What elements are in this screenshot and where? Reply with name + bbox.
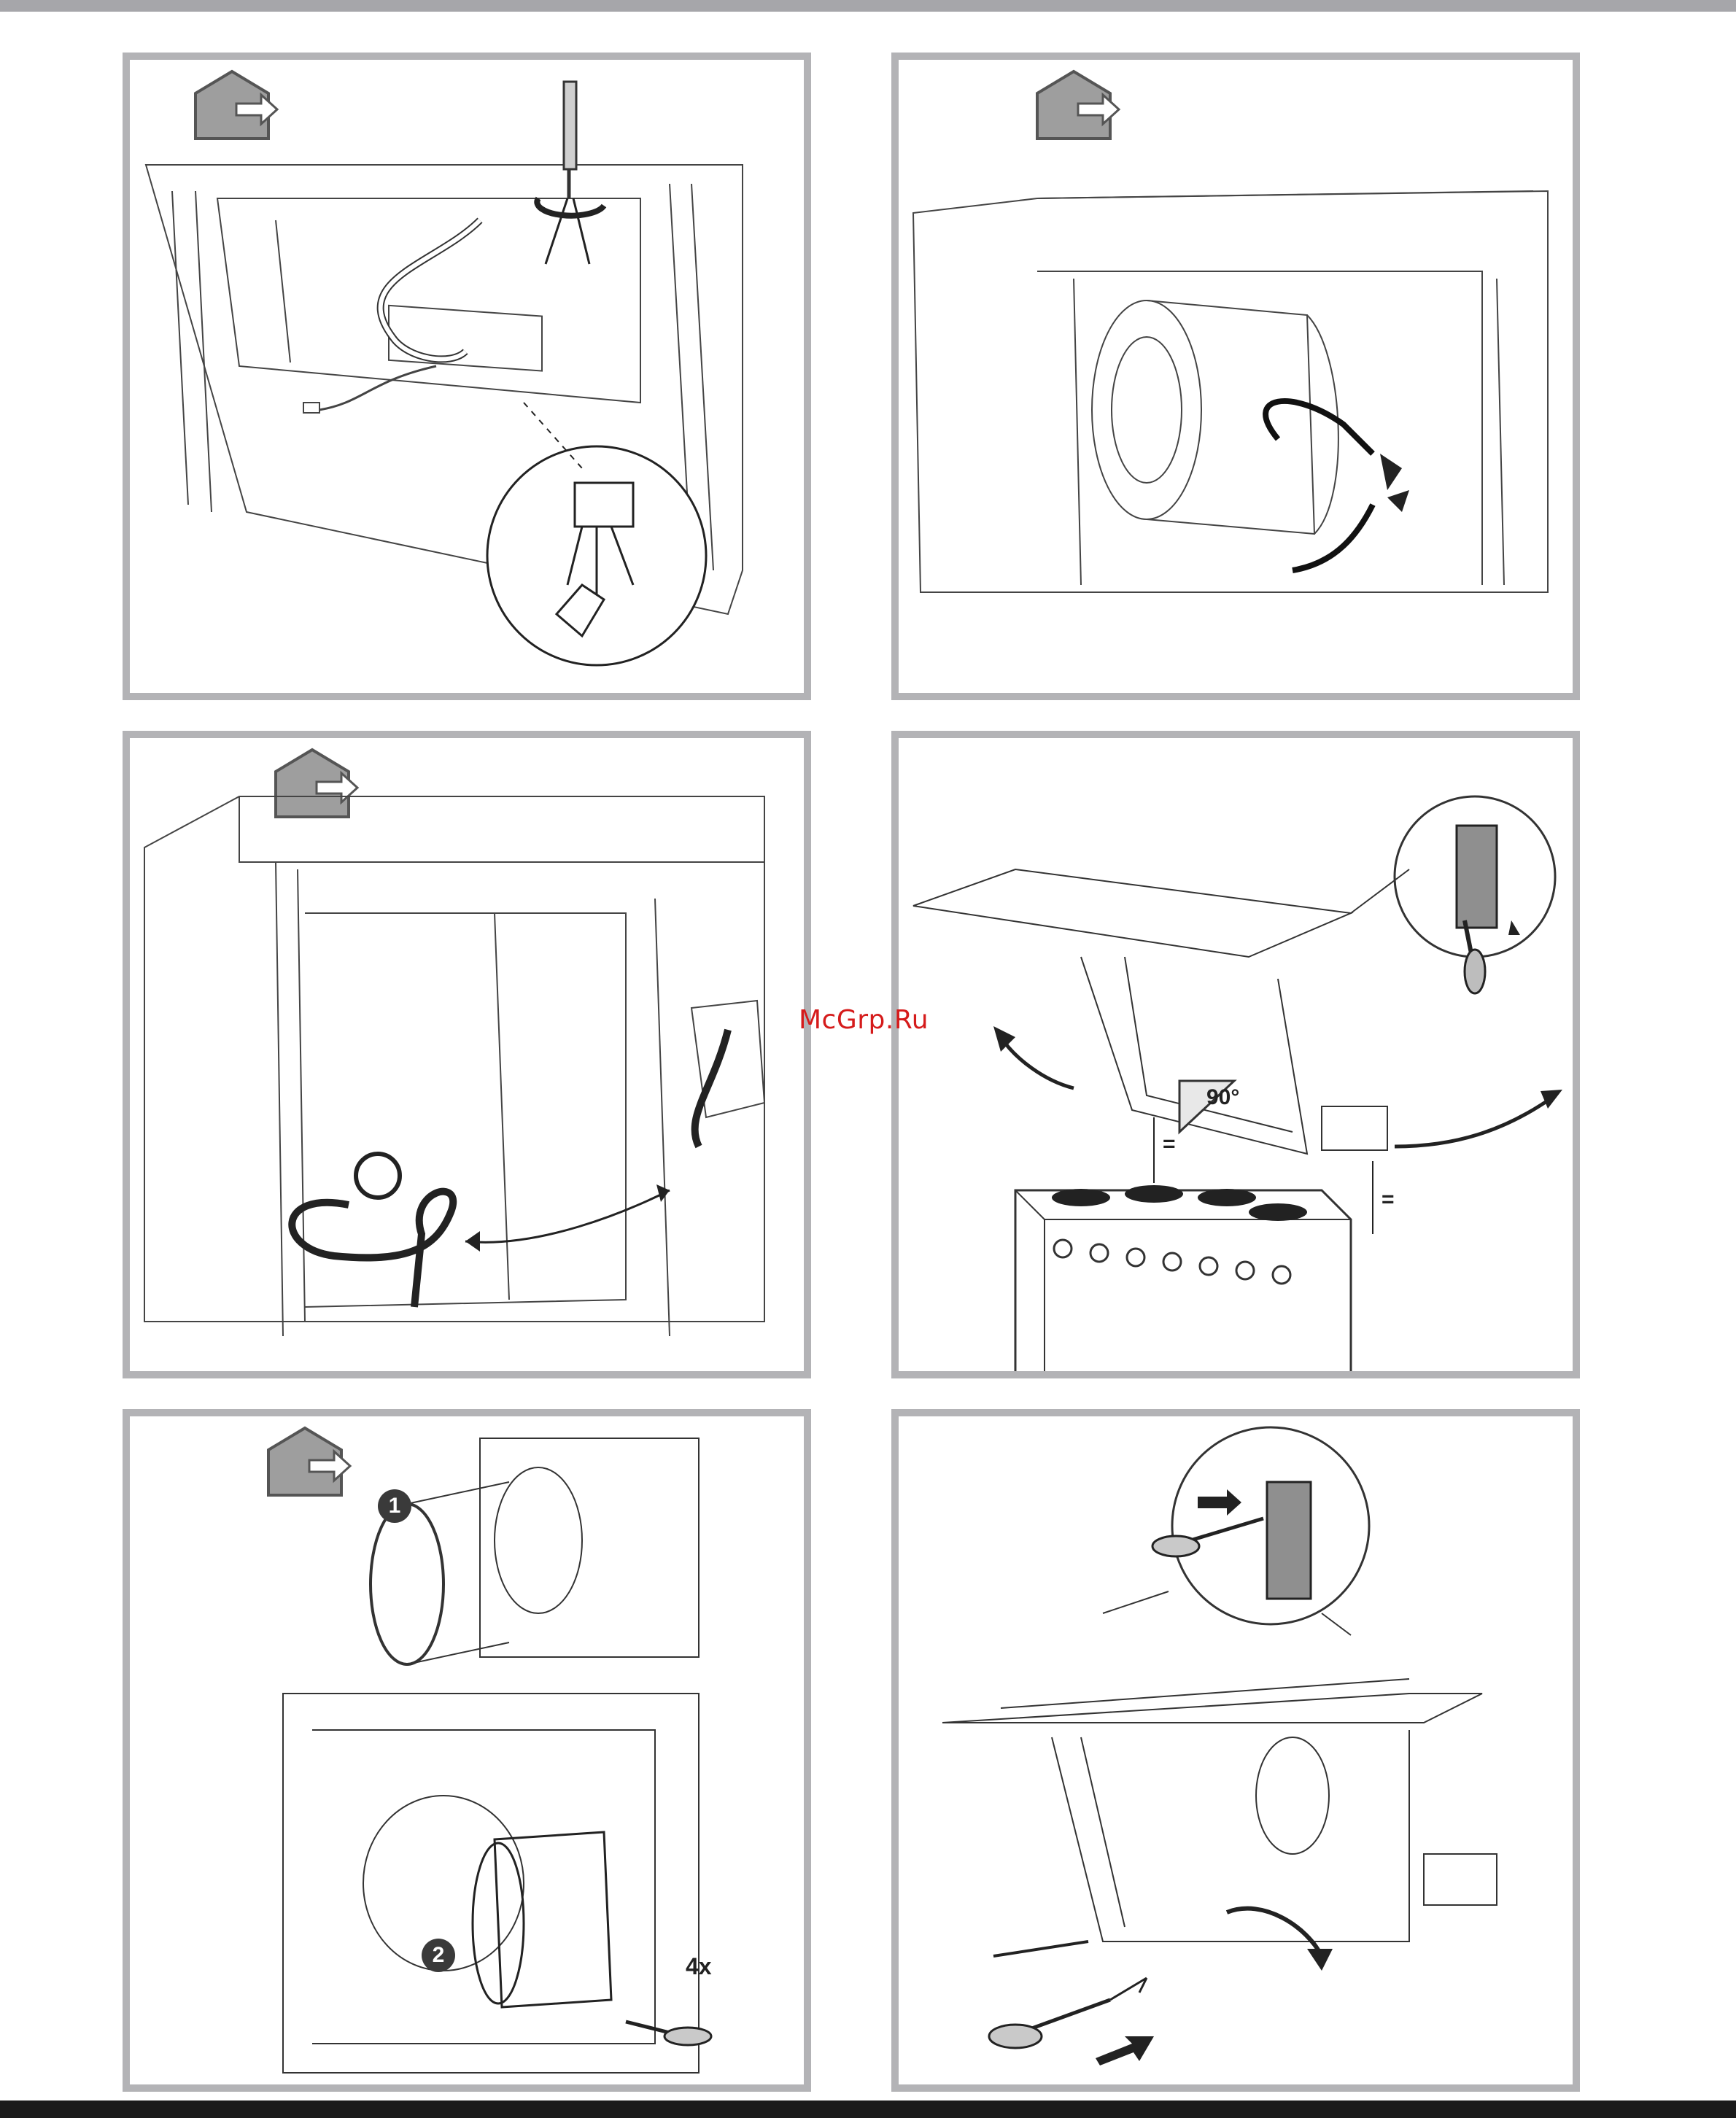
top-bar [0, 0, 1736, 12]
house-outlet-icon [268, 1428, 350, 1495]
final-fixing-illustration [899, 1416, 1573, 2084]
step-2-badge: 2 [422, 1939, 455, 1972]
house-outlet-icon [195, 71, 277, 139]
angle-label: 90° [1206, 1085, 1239, 1110]
positioning-illustration [899, 738, 1573, 1371]
screw-count-label: 4x [686, 1953, 712, 1980]
house-outlet-icon [276, 750, 357, 817]
panel-motor-flange: 1 2 4x [123, 1409, 811, 2092]
panel-motor-connector [891, 53, 1580, 700]
control-knobs [1054, 1240, 1290, 1284]
step-1-badge: 1 [378, 1489, 411, 1523]
house-outlet-icon [1037, 71, 1119, 139]
equal-mark-left: = [1163, 1132, 1176, 1157]
watermark-text: McGrp.Ru [799, 1005, 929, 1035]
screwdriver-icon [989, 2000, 1110, 2048]
cable-routing-illustration [130, 738, 804, 1371]
motor-connector-illustration [899, 60, 1573, 693]
panel-cable-routing [123, 731, 811, 1378]
motor-flange-illustration [130, 1416, 804, 2084]
panel-final-fixing [891, 1409, 1580, 2092]
motor-unit [473, 1832, 611, 2007]
panel-positioning: = = 90° [891, 731, 1580, 1378]
wiring-illustration [130, 60, 804, 693]
equal-mark-right: = [1382, 1187, 1395, 1212]
screwdriver-icon [537, 82, 604, 216]
panel-wiring-connection [123, 53, 811, 700]
bottom-bar [0, 2100, 1736, 2118]
